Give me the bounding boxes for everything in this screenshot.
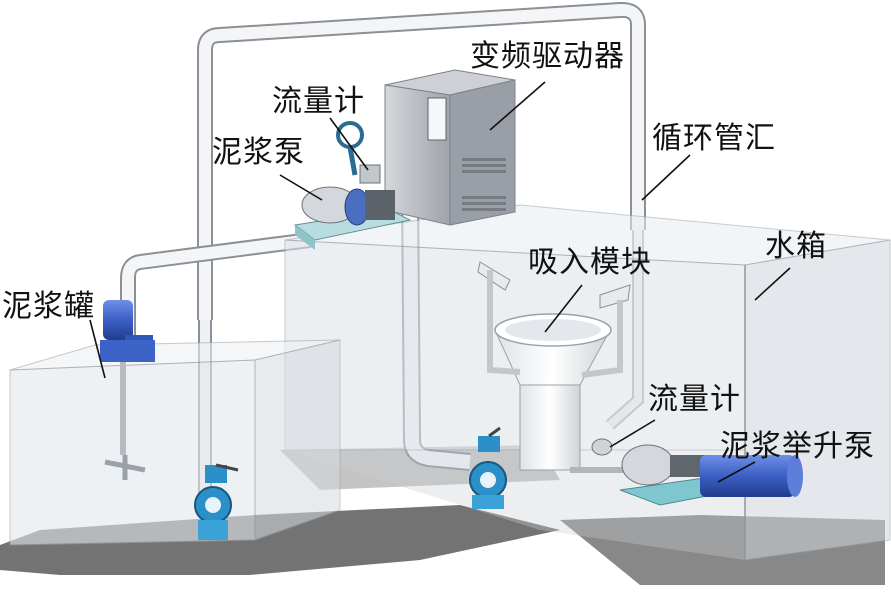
label-slurry-tank: 泥浆罐 — [2, 289, 95, 324]
label-flowmeter-bottom: 流量计 — [648, 382, 741, 417]
leader-flowmeter-bottom — [609, 419, 656, 448]
leader-flowmeter-top — [329, 117, 369, 171]
leader-suction — [544, 284, 583, 333]
leader-lift-pump — [717, 461, 756, 483]
vfd-cabinet — [384, 69, 516, 226]
butterfly-valve-left — [194, 463, 239, 540]
label-slurry-lift-pump: 泥浆举升泵 — [720, 429, 875, 464]
slurry-lift-pump — [591, 438, 803, 506]
mixer-motor — [100, 300, 155, 362]
leader-water-tank — [754, 267, 791, 301]
label-flowmeter-top: 流量计 — [272, 84, 365, 119]
label-vfd: 变频驱动器 — [470, 39, 625, 74]
label-slurry-pump: 泥浆泵 — [212, 135, 305, 170]
label-water-tank: 水箱 — [765, 229, 827, 264]
slurry-tank — [9, 339, 341, 546]
butterfly-valve-bottom — [469, 426, 507, 509]
leader-vfd — [489, 81, 546, 131]
leader-lines — [89, 81, 791, 483]
label-circulation-pipe: 循环管汇 — [652, 121, 776, 156]
suction-module — [477, 261, 640, 473]
leader-slurry-tank — [89, 319, 106, 379]
leader-circulation — [641, 154, 691, 201]
leader-slurry-pump — [279, 174, 323, 201]
label-suction-module: 吸入模块 — [528, 245, 652, 280]
